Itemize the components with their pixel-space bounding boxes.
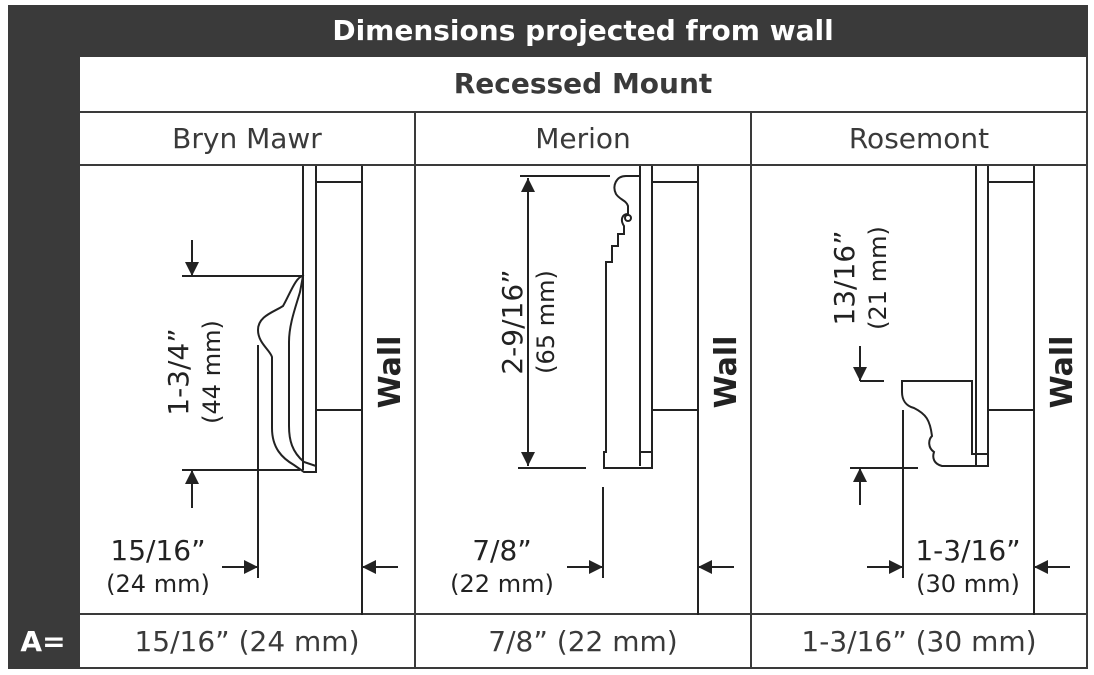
- wall-label-bryn-mawr: Wall: [373, 336, 408, 409]
- diagram-cell-bryn-mawr: [78, 166, 416, 615]
- column-heading-bryn-mawr: Bryn Mawr: [78, 113, 416, 166]
- height-mm-rosemont: (21 mm): [864, 226, 892, 330]
- projection-mm-rosemont: (30 mm): [916, 570, 1020, 598]
- height-mm-bryn-mawr: (44 mm): [198, 320, 226, 424]
- height-inches-rosemont: 13/16”: [828, 230, 861, 325]
- wall-label-rosemont: Wall: [1045, 336, 1080, 409]
- left-band: [8, 5, 78, 669]
- mount-type-heading: Recessed Mount: [78, 57, 1088, 113]
- a-value-rosemont: 1-3/16” (30 mm): [752, 615, 1088, 669]
- diagram-cell-merion: [416, 166, 752, 615]
- projection-inches-bryn-mawr: 15/16”: [110, 534, 205, 567]
- column-heading-merion: Merion: [416, 113, 752, 166]
- diagram-bryn-mawr: [182, 166, 398, 615]
- height-inches-merion: 2-9/16”: [496, 269, 529, 374]
- height-inches-bryn-mawr: 1-3/4”: [162, 328, 195, 416]
- molding-profile-merion: [603, 175, 653, 469]
- projection-inches-rosemont: 1-3/16”: [915, 534, 1020, 567]
- wall-label-merion: Wall: [709, 336, 744, 409]
- height-mm-merion: (65 mm): [532, 270, 560, 374]
- projection-mm-bryn-mawr: (24 mm): [106, 570, 210, 598]
- diagram-rosemont: [850, 166, 1070, 615]
- table-title: Dimensions projected from wall: [332, 14, 834, 47]
- row-label-a: A=: [20, 625, 66, 658]
- diagram-cell-rosemont: [752, 166, 1088, 615]
- column-heading-rosemont: Rosemont: [752, 113, 1088, 166]
- projection-inches-merion: 7/8”: [472, 534, 532, 567]
- molding-profile-bryn-mawr: [256, 274, 317, 473]
- molding-profile-rosemont: [901, 380, 989, 467]
- header-band: [8, 5, 1088, 57]
- a-value-merion: 7/8” (22 mm): [416, 615, 752, 669]
- a-value-bryn-mawr: 15/16” (24 mm): [78, 615, 416, 669]
- diagram-merion: [518, 166, 734, 615]
- projection-mm-merion: (22 mm): [450, 570, 554, 598]
